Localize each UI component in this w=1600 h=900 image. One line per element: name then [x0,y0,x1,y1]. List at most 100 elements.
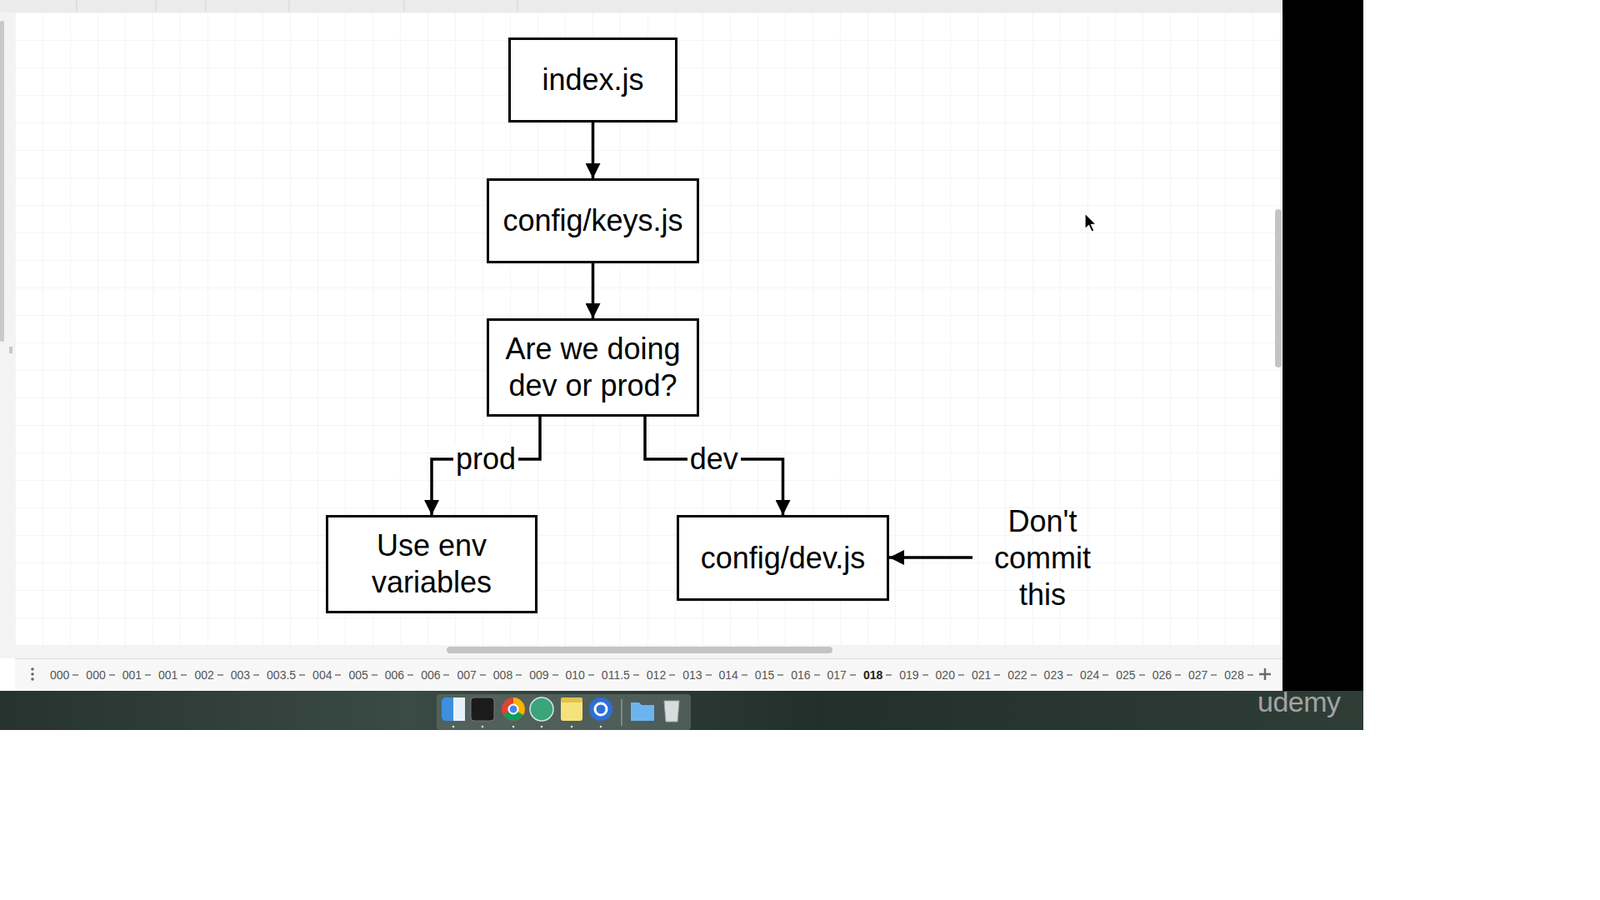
folder-icon [630,702,655,721]
tab-name: 001 [122,668,142,682]
page-tab: 019 [899,668,928,682]
tab-bar-border [15,658,1283,660]
page-tab: 002 [194,668,223,682]
vertical-scroll-thumb [1275,209,1282,368]
toolbar-dividers [76,0,518,12]
page-tab: 012 [646,668,675,682]
tab-name: 003.5 [266,668,296,682]
tab-menu-dash-line [335,674,341,676]
tab-menu-dash-line [588,674,595,676]
tab-menu-dash-line [814,674,820,676]
page-tab: 028 [1224,668,1253,682]
tab-name: 010 [565,668,585,682]
q-icon [589,697,613,721]
tab-menu-dash [958,673,965,677]
terminal-icon [470,697,495,721]
page-tabs: 000000001001002003003.500400500600600700… [50,658,1254,691]
plus-bar [1264,668,1267,680]
page-tab: 014 [719,668,748,682]
canvas-grid [15,12,1283,645]
page-tab: 011.5 [601,668,640,682]
tab-name: 000 [50,668,70,682]
box-text: config/dev.js [687,540,879,577]
toolbar-divider [155,0,157,12]
menu-dot [30,667,35,671]
page-tab: 021 [971,668,1000,682]
toolbar-divider [404,0,405,12]
tab-menu-dash [1247,673,1254,677]
tab-menu-dash-line [1066,674,1073,676]
tab-menu-dash-line [145,674,151,676]
page-tab: 010 [565,668,595,682]
tab-menu-dash-line [669,674,675,676]
page-tab: 008 [493,668,522,682]
page-tab: 005 [348,668,377,682]
black-side-panel [1282,0,1364,691]
page-tab: 026 [1152,668,1181,682]
tab-name: 011.5 [601,668,630,682]
tab-menu-dash [777,673,784,677]
page-tab: 009 [529,668,558,682]
tab-menu-dash-line [922,674,929,676]
mouse-cursor [1085,213,1096,232]
page-tab: 001 [158,668,187,682]
tab-menu-dash [72,673,79,677]
tab-menu-dash [850,673,856,677]
tab-menu-dash-line [850,674,856,676]
dock [436,694,691,730]
watermark: udemy [1257,687,1341,716]
page-tab: 018 [863,668,892,682]
dock-running-dot [570,725,574,729]
desktop-wallpaper [0,690,1364,730]
page-tab: 004 [312,668,341,682]
tab-name: 019 [899,668,919,682]
dock-separator [621,699,623,726]
tab-name: 012 [646,668,666,682]
tab-menu-dash-line [299,674,305,676]
page-tab: 015 [755,668,784,682]
flow-arrow [591,263,595,319]
tab-name: 006 [385,668,405,682]
notes-icon [560,697,583,721]
tab-menu-dash [633,673,640,677]
page-tab: 007 [456,668,485,682]
tab-menu-dash [588,673,595,677]
page-tab: 024 [1080,668,1109,682]
branch-label: dev [687,442,741,476]
tab-name: 007 [456,668,476,682]
dock-running-dot [481,725,485,729]
chrome-icon-center [509,705,519,715]
tab-menu-dash-line [741,674,748,676]
panel-grip [10,346,11,354]
tab-menu-dash-line [371,674,378,676]
tab-name: 013 [682,668,702,682]
tab-menu-dash [669,673,675,677]
tab-name: 023 [1044,668,1064,682]
tab-menu-dash [253,673,260,677]
tab-menu-dash-line [777,674,784,676]
tab-name: 025 [1115,668,1135,682]
page-tab: 016 [790,668,820,682]
box-text: index.js [519,61,667,99]
flow-arrow [591,122,595,179]
tab-menu-dash-line [705,674,712,676]
tab-menu-dash [335,673,341,677]
tab-menu-dash-line [633,674,640,676]
toolbar-strip [0,0,1283,13]
horizontal-scroll-track [15,645,1283,659]
tab-menu-dash-line [72,674,79,676]
tab-name: 024 [1080,668,1100,682]
tab-menu-dash-line [180,674,187,676]
tab-name: 028 [1224,668,1244,682]
tab-name: 014 [719,668,739,682]
decision-box: Are we doing dev or prod? [486,318,700,417]
tab-name: 018 [863,668,883,682]
page-tab: 027 [1188,668,1217,682]
tab-menu-dash-line [1139,674,1145,676]
page-tab: 006 [420,668,450,682]
leader-arrow [889,555,973,560]
dock-running-dot [512,725,515,729]
tab-menu-icon [30,667,35,681]
page-tab: 000 [85,668,115,682]
annotation-note: Don't commit this [984,503,1101,614]
